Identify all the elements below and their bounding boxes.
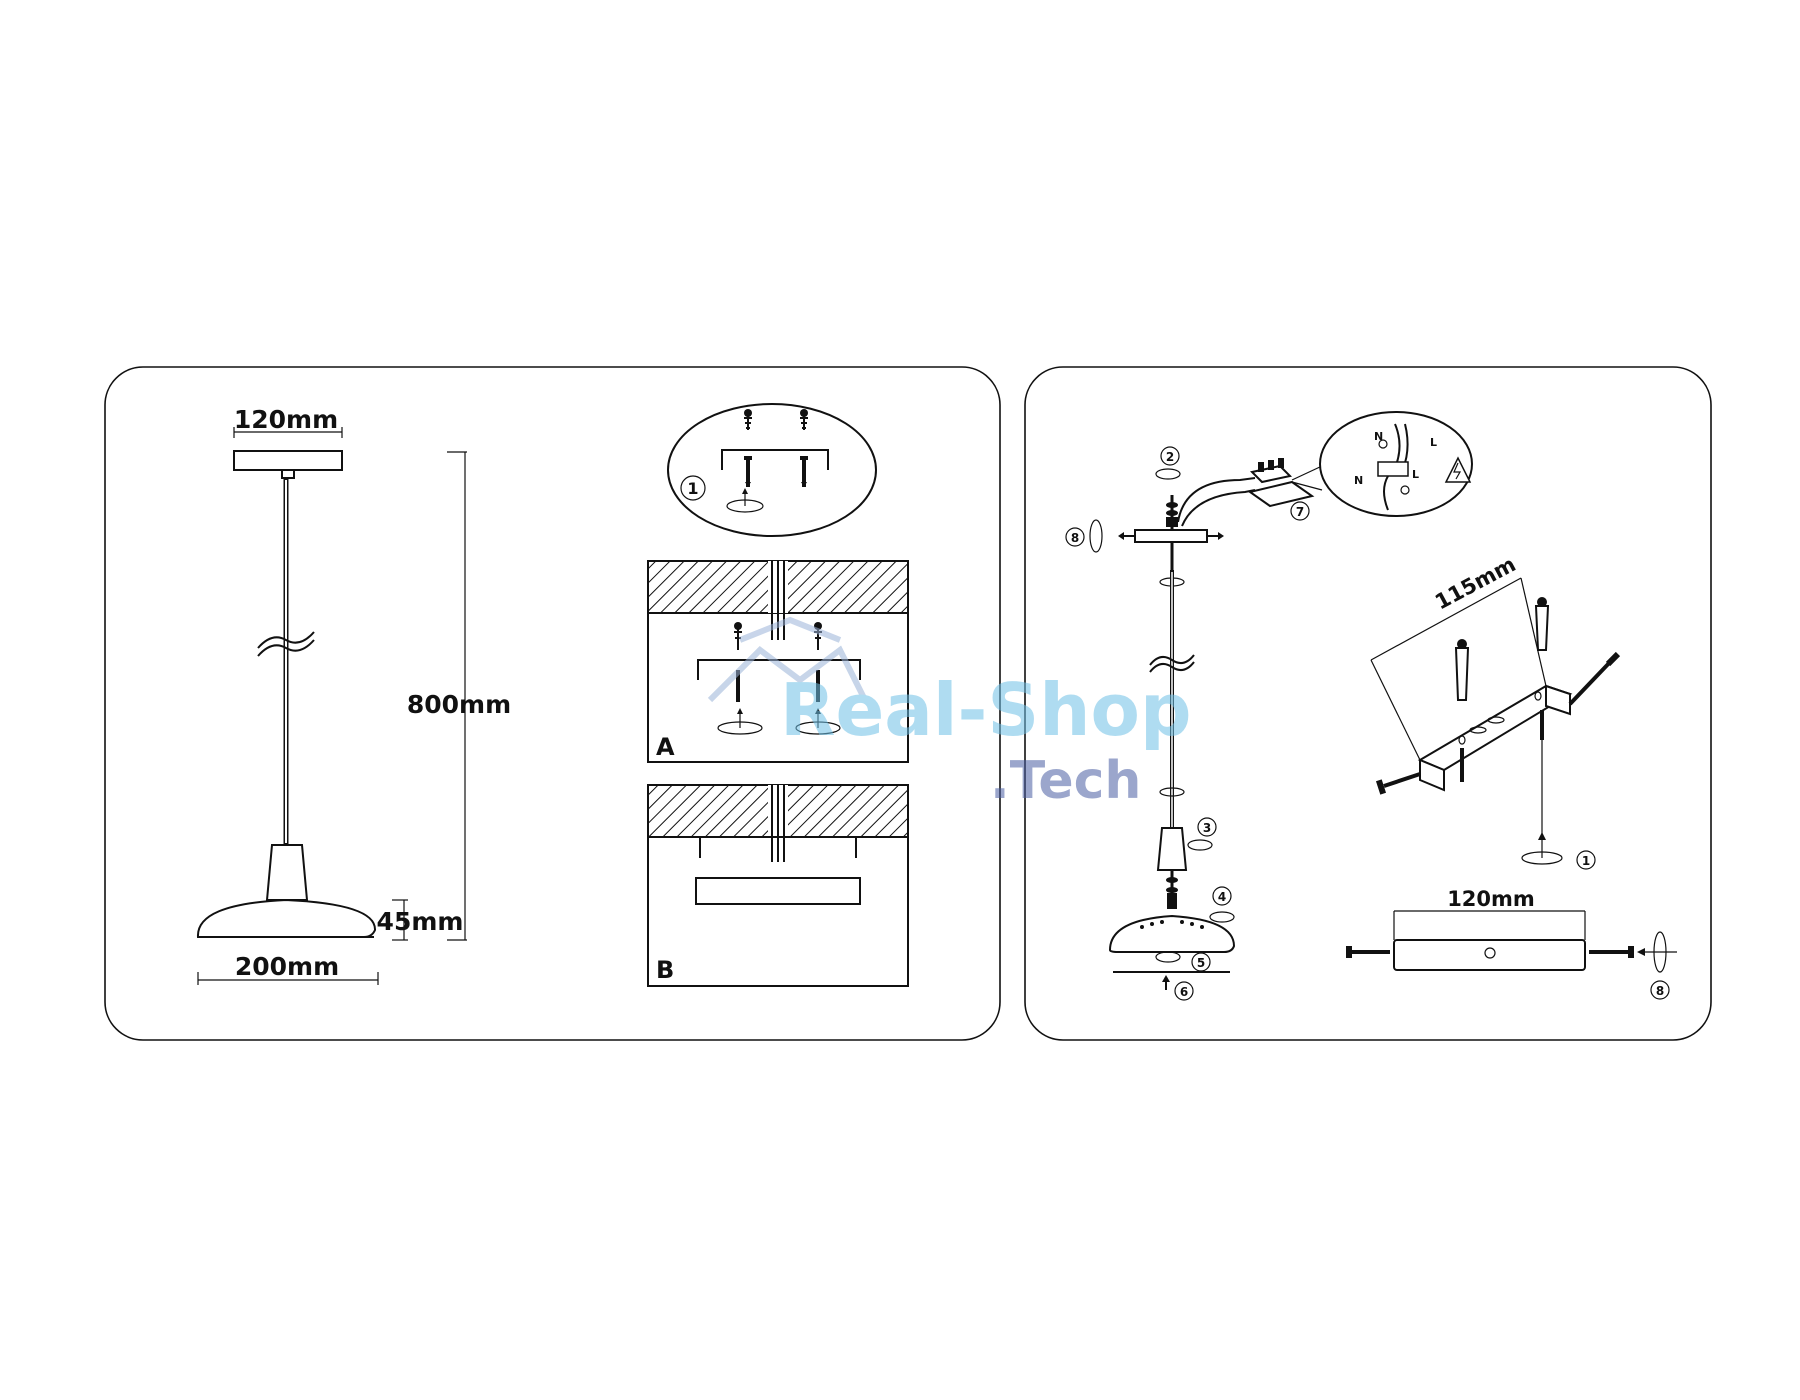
canopy xyxy=(233,450,343,471)
lamp-shade xyxy=(196,898,377,938)
pendant-assembly xyxy=(1089,468,1236,990)
wire-n-label-bottom: N xyxy=(1354,474,1363,487)
detail-a-label: A xyxy=(656,733,675,761)
step-8-badge-left: 8 xyxy=(1071,531,1079,545)
dim-shade-height-label: 45mm xyxy=(377,907,464,936)
shade-socket xyxy=(265,844,309,901)
step-7-badge: 7 xyxy=(1296,505,1304,519)
rotate-arrow-icon xyxy=(726,488,764,513)
wall-anchor-icon xyxy=(744,409,808,430)
bracket-side-view xyxy=(1393,939,1586,971)
dim-height-label: 800mm xyxy=(407,690,511,719)
wire-l-label-bottom: L xyxy=(1412,468,1419,481)
detail-a xyxy=(647,560,909,763)
dim-bracket-spacing-label: 115mm xyxy=(1431,552,1520,614)
step-1-badge: 1 xyxy=(687,479,698,498)
dim-shade-width-label: 200mm xyxy=(235,952,339,981)
wire-l-label-top: L xyxy=(1430,436,1437,449)
screw-icon xyxy=(744,456,808,487)
step-1-badge-right: 1 xyxy=(1582,854,1590,868)
step-8-badge-right: 8 xyxy=(1656,984,1664,998)
step-2-badge: 2 xyxy=(1166,450,1174,464)
bracket-isometric xyxy=(1375,597,1621,865)
dim-canopy-label: 120mm xyxy=(234,405,338,434)
dim-bracket-length-label: 120mm xyxy=(1447,887,1535,911)
step-6-badge: 6 xyxy=(1180,985,1188,999)
watermark: Real-Shop .Tech xyxy=(707,616,1192,811)
detail-b-label: B xyxy=(656,956,674,984)
detail-b xyxy=(647,784,909,987)
wire-n-label-top: N xyxy=(1374,430,1383,443)
right-panel-frame xyxy=(1024,366,1712,1041)
left-panel-frame xyxy=(104,366,1001,1041)
watermark-line2: .Tech xyxy=(990,751,1141,811)
mounting-bracket xyxy=(721,449,829,470)
terminal-block xyxy=(1247,458,1315,508)
step-labels: 2 8 7 3 4 5 6 xyxy=(1065,446,1310,1001)
step-5-badge: 5 xyxy=(1197,956,1205,970)
cord-break xyxy=(257,631,315,649)
step-4-badge: 4 xyxy=(1218,890,1226,904)
high-voltage-warning-icon xyxy=(1444,456,1472,483)
detail-oval xyxy=(667,403,877,537)
watermark-line1: Real-Shop xyxy=(780,668,1192,752)
step-3-badge: 3 xyxy=(1203,821,1211,835)
